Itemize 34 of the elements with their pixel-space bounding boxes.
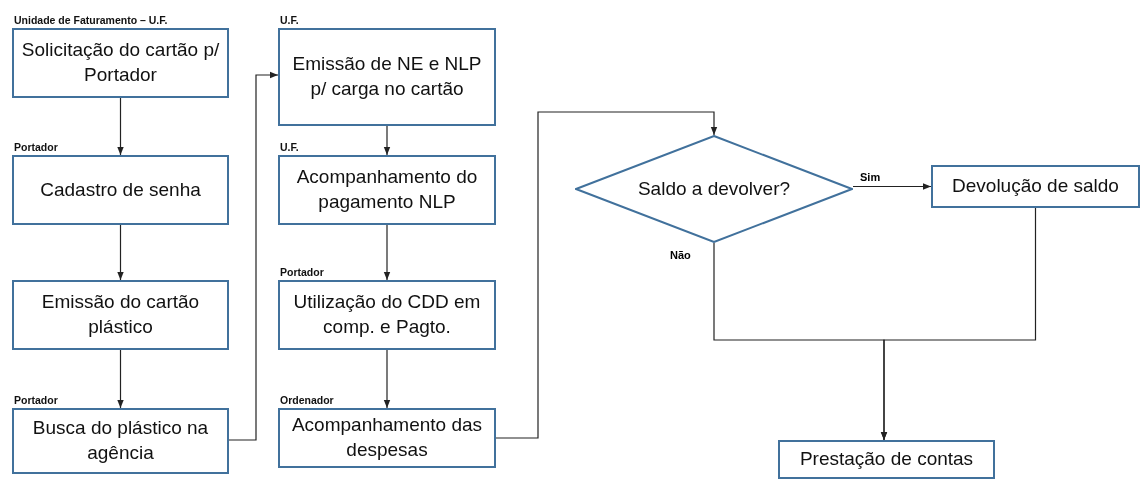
step-text: Prestação de contas — [798, 447, 975, 472]
step-text: Emissão de NE e NLP p/ carga no cartão — [291, 52, 483, 101]
arrow — [117, 224, 124, 281]
step-text: Acompanhamento das despesas — [290, 413, 484, 462]
role-label: Portador — [280, 266, 324, 277]
role-label: Portador — [14, 394, 58, 405]
arrow — [383, 125, 391, 156]
role-label: U.F. — [280, 141, 299, 152]
edge-label: Não — [668, 250, 693, 261]
step-text: Saldo a devolver? — [636, 176, 792, 201]
process-box — [778, 440, 995, 479]
step-text: Solicitação do cartão p/ Portador — [20, 38, 221, 87]
edge-label: Sim — [858, 172, 883, 183]
arrow — [880, 207, 1037, 441]
step-text: Utilização do CDD em comp. e Pagto. — [292, 290, 482, 339]
process-box — [12, 280, 229, 350]
arrow — [383, 224, 391, 281]
step-text: Acompanhamento do pagamento NLP — [295, 165, 479, 214]
step-text: Cadastro de senha — [39, 177, 202, 202]
role-label: Portador — [14, 141, 58, 152]
decision-diamond — [575, 135, 853, 243]
arrow — [228, 71, 279, 441]
role-label: U.F. — [280, 14, 299, 25]
step-text: Busca do plástico na agência — [31, 416, 210, 465]
role-label: Unidade de Faturamento – U.F. — [14, 14, 168, 25]
role-label: Ordenador — [280, 394, 334, 405]
arrow — [117, 349, 124, 409]
process-box — [931, 165, 1140, 208]
arrow — [117, 97, 124, 156]
step-text: Devolução de saldo — [951, 174, 1120, 199]
step-text: Emissão do cartão plástico — [40, 290, 201, 339]
arrow — [495, 111, 718, 439]
arrow — [383, 349, 391, 409]
arrow — [852, 183, 932, 190]
